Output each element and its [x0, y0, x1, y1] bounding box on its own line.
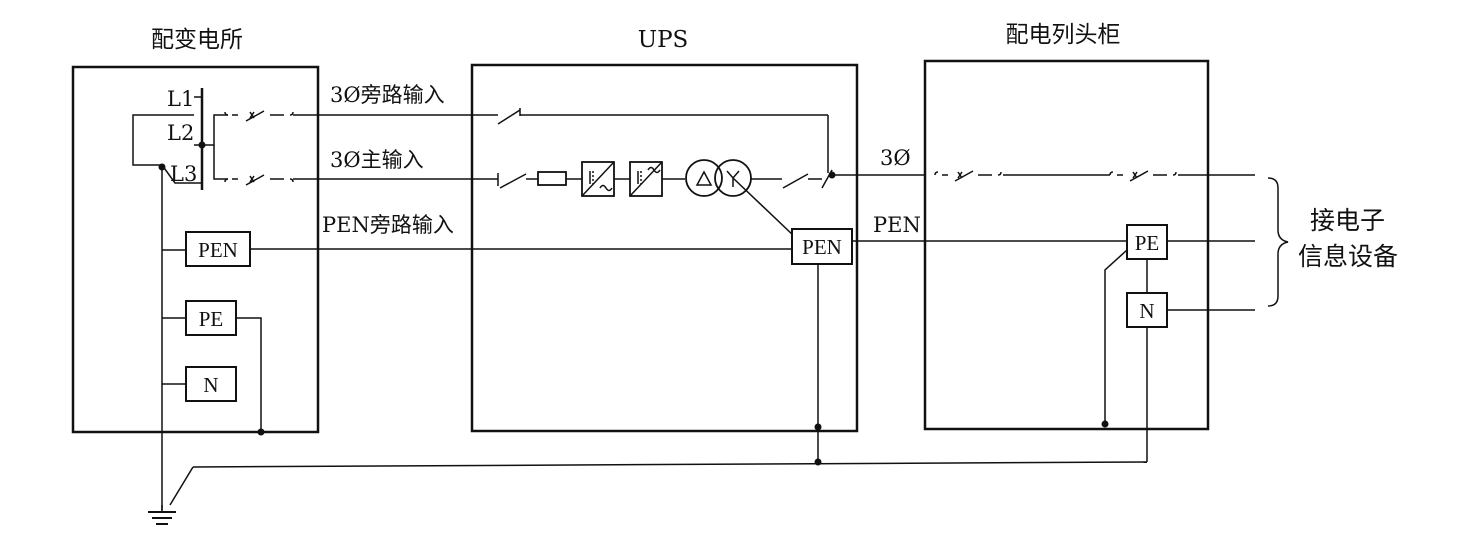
equipment-brace	[1267, 177, 1289, 307]
transformer-icon	[685, 159, 752, 197]
cabinet-frame	[923, 59, 1210, 431]
substation-n-terminal	[185, 366, 237, 402]
ups-title: UPS	[638, 27, 689, 53]
equipment-label-line1: 接电子	[1310, 206, 1385, 235]
substation-pen-label: PEN	[198, 238, 238, 262]
cabinet-title: 配电列头柜	[1006, 22, 1121, 48]
inverter-icon	[629, 161, 663, 197]
ups-main-chain	[472, 173, 538, 189]
output-3phase-label: 3Ø	[880, 146, 911, 170]
phase-l3-label: L3	[170, 162, 197, 186]
fuse-icon	[537, 171, 567, 186]
cabinet-n-label: N	[1139, 299, 1154, 323]
pen-bypass-input-label: PEN旁路输入	[322, 213, 454, 237]
substation-pe-label: PE	[199, 307, 224, 331]
cabinet-pe-terminal	[1126, 224, 1168, 260]
ground-bus-wire	[192, 461, 1148, 468]
substation-title: 配变电所	[151, 27, 243, 53]
rectifier-icon	[581, 161, 615, 197]
ups-pen-label: PEN	[802, 235, 842, 259]
ground-icon	[148, 505, 176, 525]
ups-pen-terminal	[791, 228, 853, 265]
equipment-label-line2: 信息设备	[1298, 242, 1398, 271]
phase-l2-label: L2	[167, 121, 194, 145]
bypass-breaker-icon	[224, 110, 472, 122]
bypass-input-label: 3Ø旁路输入	[330, 83, 445, 107]
main-input-label: 3Ø主输入	[330, 148, 424, 172]
cabinet-pe-label: PE	[1135, 231, 1160, 255]
ups-bypass-switch-icon	[472, 108, 829, 173]
cabinet-breaker-2-icon	[1109, 170, 1177, 182]
ups-frame	[470, 63, 859, 433]
busbar-group	[132, 88, 228, 190]
phase-l1-label: L1	[167, 87, 194, 111]
output-pen-label: PEN	[873, 213, 921, 237]
main-breaker-icon	[224, 174, 472, 186]
substation-pe-terminal	[185, 300, 237, 336]
substation-n-label: N	[203, 373, 218, 397]
cabinet-breaker-1-icon	[934, 170, 1002, 182]
